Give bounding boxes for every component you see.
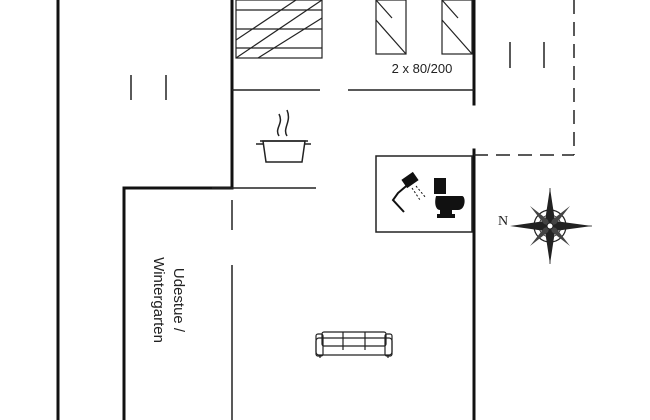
- window-marks: [130, 42, 545, 100]
- compass-rose-icon: [510, 188, 592, 264]
- north-label: N: [498, 214, 509, 229]
- bed-size-label: 2 x 80/200: [391, 61, 453, 76]
- bed-right: [441, 0, 473, 55]
- terrace-outline: [474, 0, 575, 156]
- bed-icon: [235, 0, 323, 59]
- room-label-text: Udestue / Wintergarten: [148, 257, 188, 343]
- bathroom-box: [375, 155, 473, 233]
- room-label-line-1: Udestue /: [170, 267, 187, 333]
- toilet-icon: [434, 178, 465, 218]
- interior-walls: [212, 89, 474, 420]
- sofa-icon: [315, 331, 393, 358]
- room-label-line-2: Wintergarten: [150, 257, 167, 343]
- cooking-pot-icon: [256, 109, 311, 163]
- beds: [375, 0, 473, 55]
- walls: [56, 0, 476, 420]
- bed-left: [375, 0, 407, 55]
- shower-icon: [391, 171, 427, 213]
